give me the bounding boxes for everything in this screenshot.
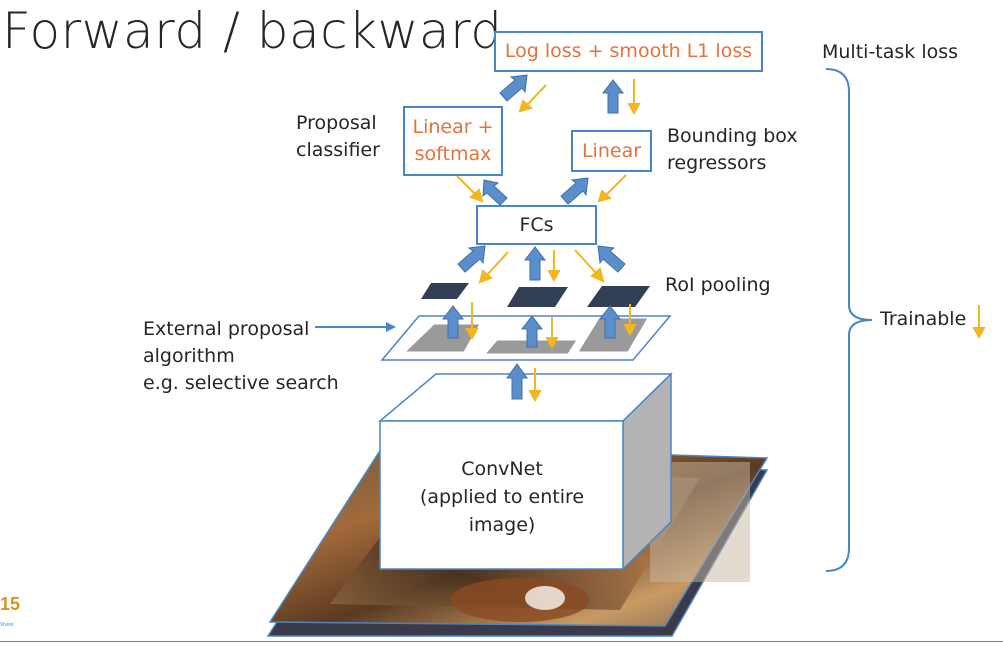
loss-label: Log loss + smooth L1 loss bbox=[504, 40, 753, 62]
proposal-classifier-line2: classifier bbox=[296, 139, 380, 161]
bbox-line2: regressors bbox=[667, 152, 767, 174]
convnet-line1: ConvNet bbox=[461, 458, 543, 480]
proposal-classifier-label: Proposal classifier bbox=[296, 110, 380, 164]
feature-map-plane bbox=[380, 315, 672, 361]
fcs-label: FCs bbox=[519, 213, 554, 236]
external-line3: e.g. selective search bbox=[143, 372, 339, 394]
forward-arrows bbox=[441, 74, 626, 400]
footer-divider bbox=[0, 641, 1003, 642]
classifier-box: Linear + softmax bbox=[403, 106, 503, 176]
external-proposal-label: External proposal algorithm e.g. selecti… bbox=[143, 316, 339, 397]
bbox-regressors-label: Bounding box regressors bbox=[667, 123, 798, 177]
classifier-label-line1: Linear + bbox=[412, 116, 494, 138]
external-line1: External proposal bbox=[143, 318, 310, 340]
regressor-box: Linear bbox=[571, 130, 652, 172]
external-proposal-arrow bbox=[315, 322, 396, 332]
roi-pooled-features bbox=[421, 283, 650, 307]
classifier-label-line2: softmax bbox=[414, 143, 492, 165]
backward-arrows bbox=[456, 79, 986, 403]
convnet-line2: (applied to entire bbox=[419, 486, 585, 508]
institution-logo: 15 Vision bbox=[0, 594, 20, 634]
bbox-line1: Bounding box bbox=[667, 125, 798, 147]
fcs-box: FCs bbox=[476, 205, 597, 245]
loss-box: Log loss + smooth L1 loss bbox=[494, 31, 763, 72]
slide-title: Forward / backward bbox=[2, 2, 503, 60]
proposal-classifier-line1: Proposal bbox=[296, 112, 377, 134]
roi-pooling-label: RoI pooling bbox=[665, 274, 771, 296]
trainable-label: Trainable bbox=[880, 308, 967, 330]
regressor-label: Linear bbox=[581, 139, 642, 162]
multitask-loss-label: Multi-task loss bbox=[822, 41, 959, 63]
multitask-bracket bbox=[825, 68, 873, 572]
convnet-label: ConvNet (applied to entire image) bbox=[382, 455, 622, 539]
logo-subtext: Vision bbox=[0, 622, 14, 628]
convnet-line3: image) bbox=[468, 514, 536, 536]
convnet-block bbox=[377, 372, 673, 571]
external-line2: algorithm bbox=[143, 345, 235, 367]
logo-number: 15 bbox=[0, 594, 21, 614]
